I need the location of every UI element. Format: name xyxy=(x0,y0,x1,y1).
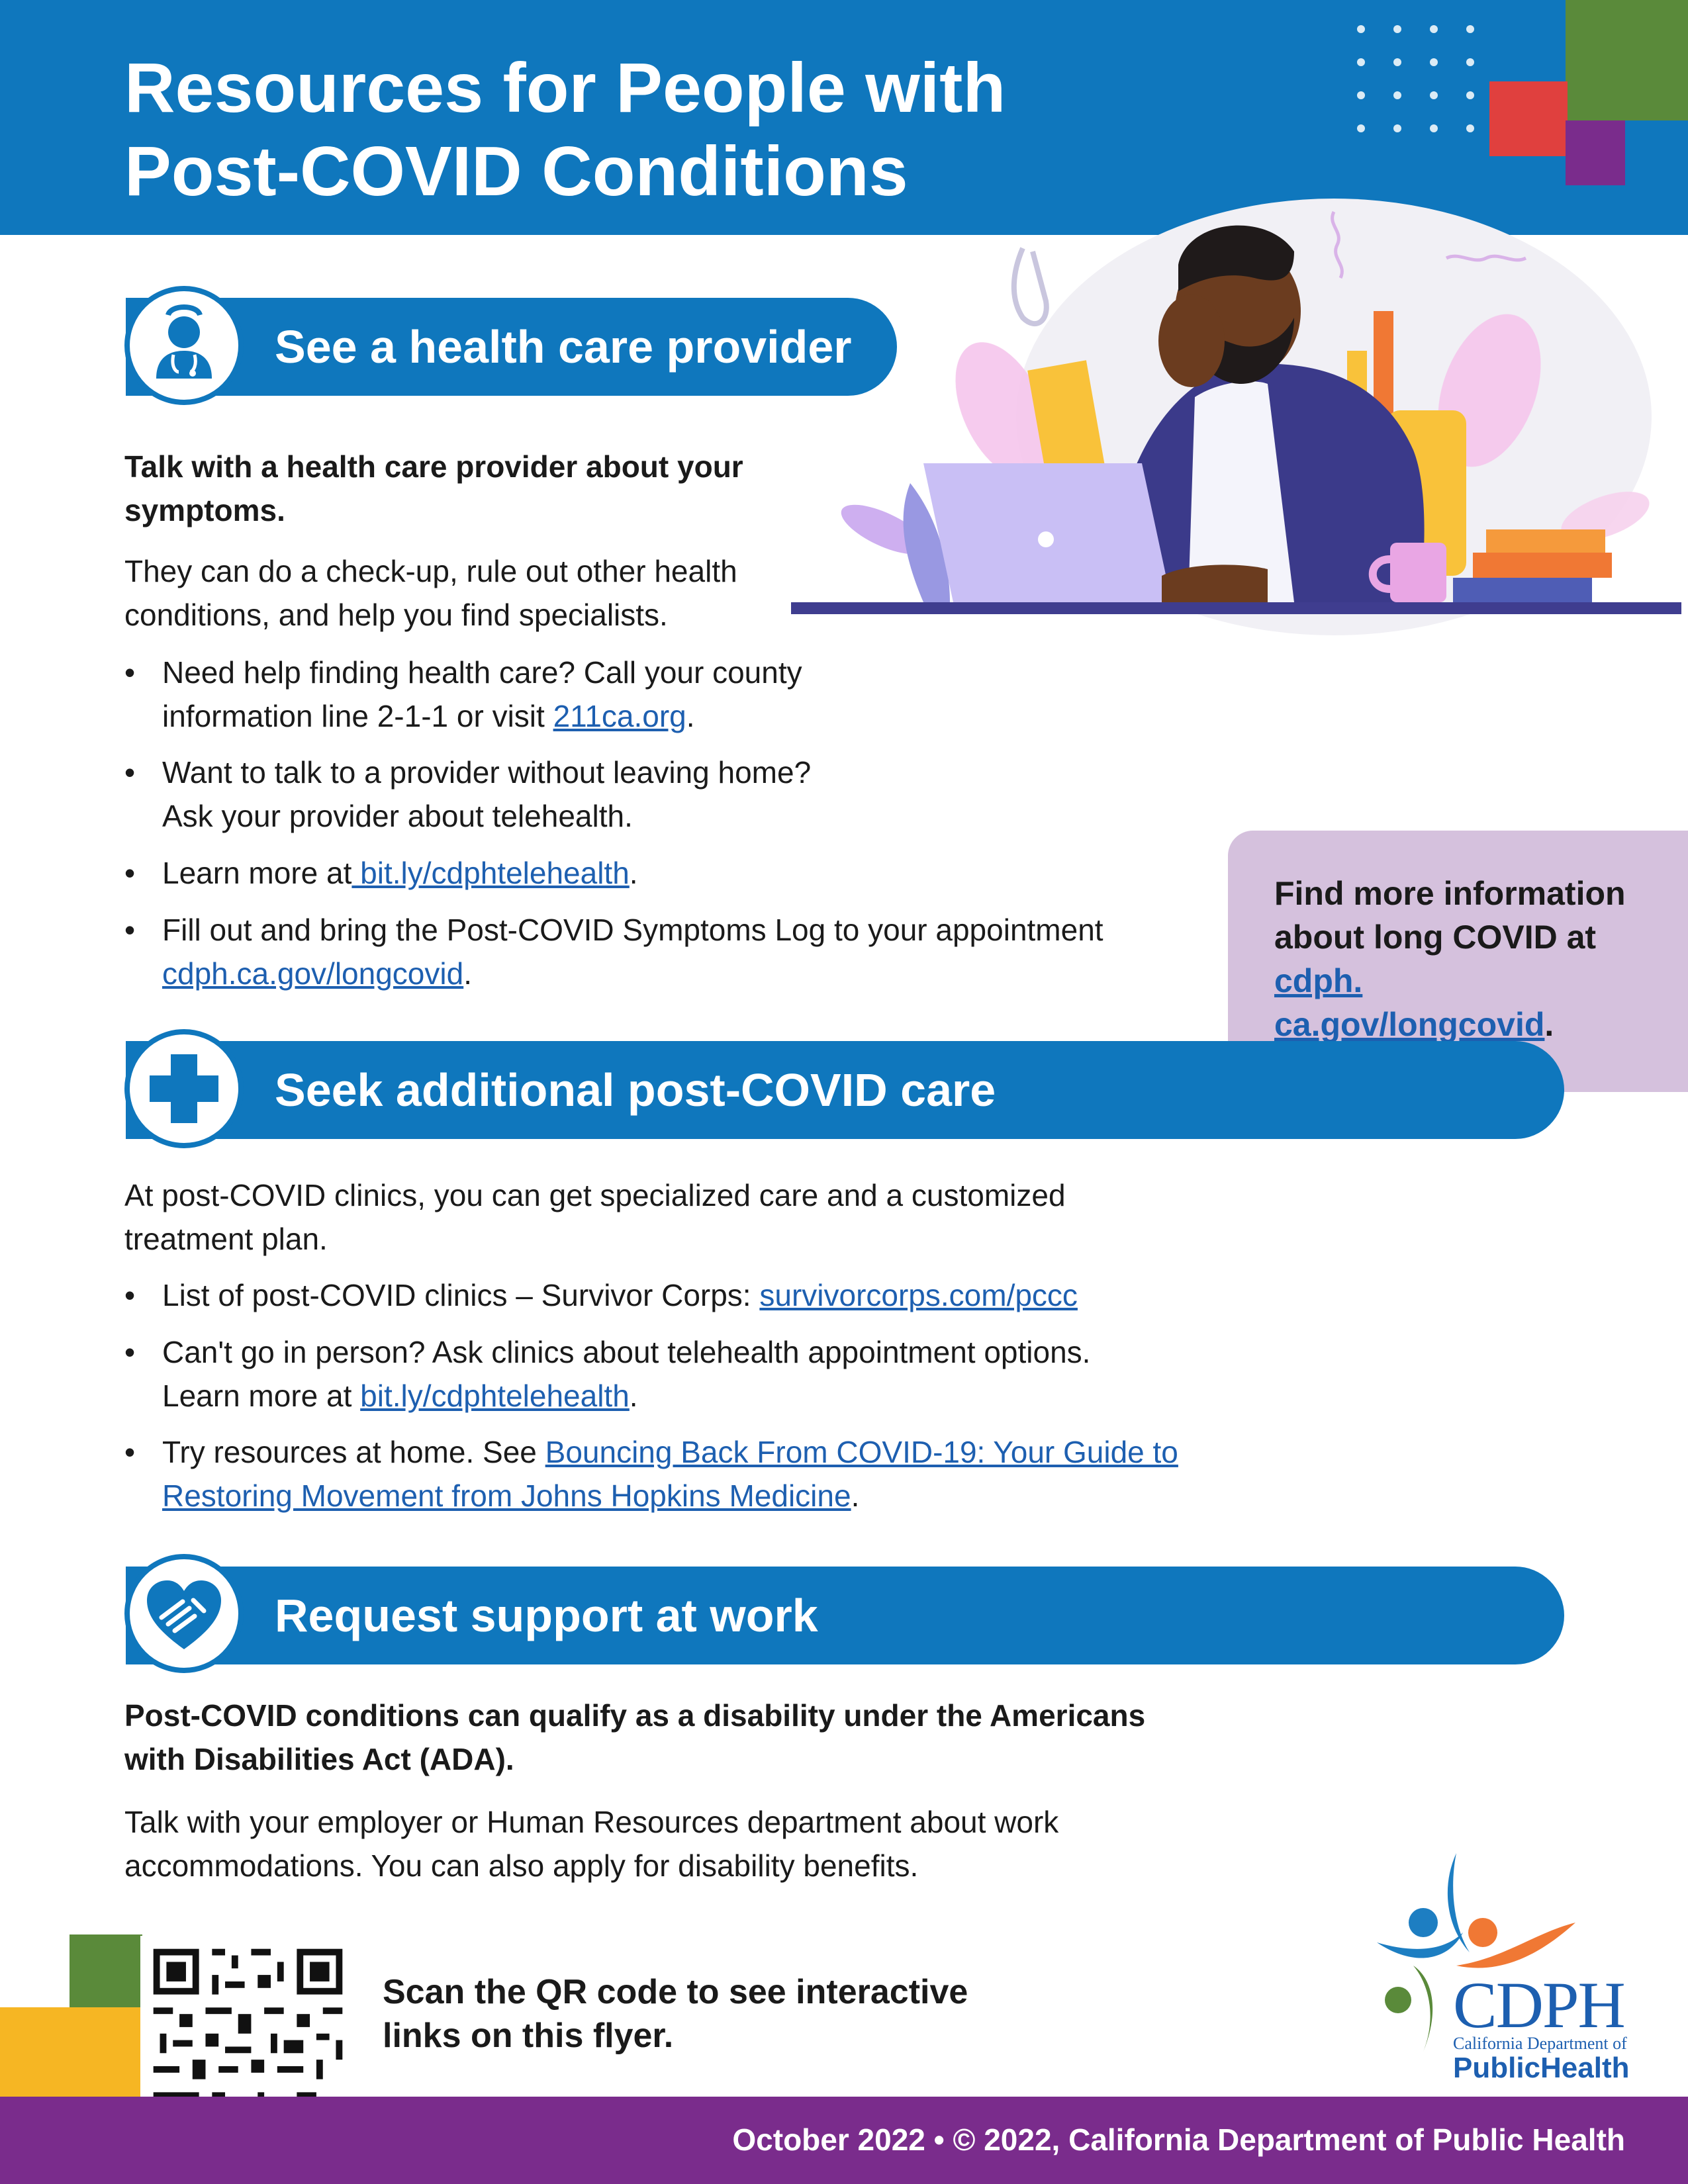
section-banner-care: Seek additional post-COVID care xyxy=(126,1041,1564,1139)
section-heading: See a health care provider xyxy=(275,321,852,373)
logo-subtitle: California Department of xyxy=(1453,2034,1627,2053)
list-item: Try resources at home. See Bouncing Back… xyxy=(124,1430,1182,1518)
green-square-decoration xyxy=(70,1934,142,2011)
header-banner xyxy=(0,0,1688,235)
medical-cross-icon xyxy=(124,1029,244,1148)
work-intro-bold: Post-COVID conditions can qualify as a d… xyxy=(124,1698,1146,1776)
link-cdph-longcovid[interactable]: cdph.ca.gov/longcovid xyxy=(162,956,464,991)
footer-bar xyxy=(0,2097,1688,2184)
link-cdph-telehealth[interactable]: bit.ly/cdphtelehealth xyxy=(352,856,630,890)
man-at-laptop-illustration xyxy=(791,199,1681,635)
page-title: Resources for People with Post-COVID Con… xyxy=(124,49,1006,210)
work-intro: Talk with your employer or Human Resourc… xyxy=(124,1805,1059,1883)
heart-handshake-icon xyxy=(124,1554,244,1673)
care-intro: At post-COVID clinics, you can get speci… xyxy=(124,1178,1066,1256)
green-square-decoration xyxy=(1566,0,1688,120)
section-heading: Seek additional post-COVID care xyxy=(275,1064,996,1116)
doctor-icon xyxy=(124,286,244,405)
qr-caption: Scan the QR code to see interactive link… xyxy=(383,1973,968,2055)
link-survivorcorps[interactable]: survivorcorps.com/pccc xyxy=(759,1278,1078,1312)
list-item: Want to talk to a provider without leavi… xyxy=(124,751,957,838)
list-item: Need help finding health care? Call your… xyxy=(124,651,857,738)
link-cdph-telehealth-2[interactable]: bit.ly/cdphtelehealth xyxy=(360,1379,630,1413)
section-banner-provider: See a health care provider xyxy=(126,298,897,396)
callout-link[interactable]: cdph. ca.gov/longcovid xyxy=(1274,962,1545,1043)
red-square-decoration xyxy=(1489,81,1568,156)
provider-intro: They can do a check-up, rule out other h… xyxy=(124,554,737,632)
cdph-logo-icon xyxy=(1377,1853,1575,2052)
list-item: Learn more at bit.ly/cdphtelehealth. xyxy=(124,851,957,895)
dot-grid-decoration xyxy=(1357,25,1476,138)
provider-intro-bold: Talk with a health care provider about y… xyxy=(124,449,743,527)
footer-copyright: October 2022 • © 2022, California Depart… xyxy=(732,2122,1625,2157)
link-bouncing-back[interactable]: Bouncing Back From COVID-19: Your Guide … xyxy=(162,1435,1178,1513)
logo-public-health: PublicHealth xyxy=(1453,2052,1630,2084)
list-item: Can't go in person? Ask clinics about te… xyxy=(124,1330,1221,1418)
purple-square-decoration xyxy=(1566,120,1625,185)
logo-wordmark: CDPH xyxy=(1453,1968,1626,2042)
section-banner-work: Request support at work xyxy=(126,1567,1564,1664)
list-item: Fill out and bring the Post-COVID Sympto… xyxy=(124,908,1195,995)
section-heading: Request support at work xyxy=(275,1590,818,1641)
link-211ca[interactable]: 211ca.org xyxy=(553,699,686,733)
list-item: List of post-COVID clinics – Survivor Co… xyxy=(124,1273,1221,1317)
